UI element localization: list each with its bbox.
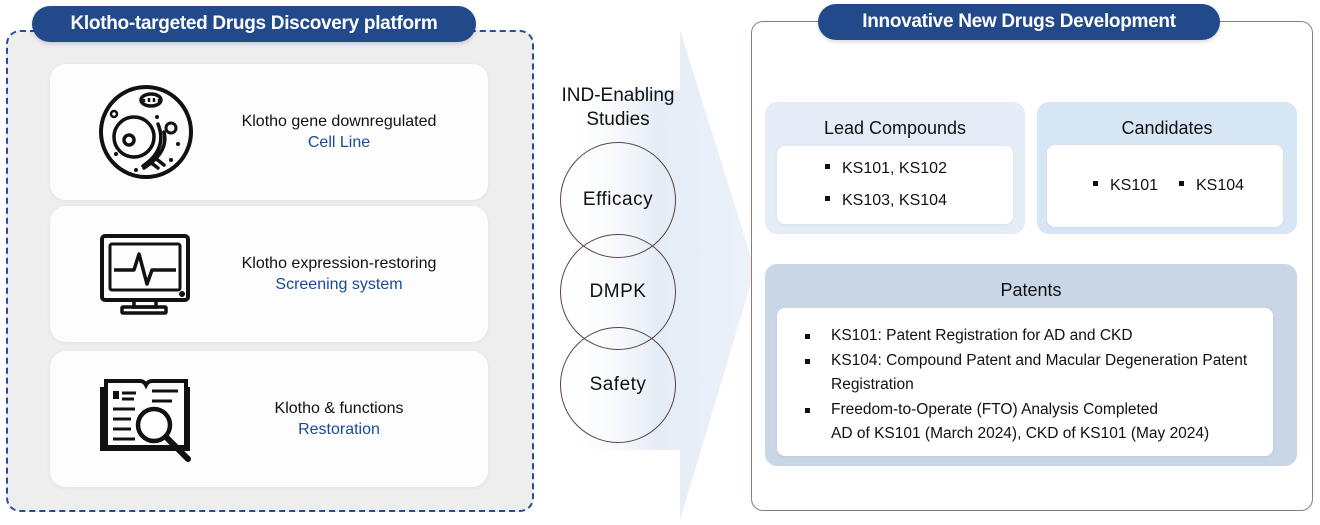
card-description: Klotho expression-restoring: [241, 254, 437, 272]
bullet-icon: [1179, 181, 1184, 187]
patent-item: Freedom-to-Operate (FTO) Analysis Comple…: [805, 398, 1257, 447]
card-description: Klotho gene downregulated: [241, 112, 437, 130]
bullet-icon: [805, 407, 810, 413]
card-highlight: Cell Line: [307, 133, 371, 151]
platform-card-screening-system: Klotho expression-restoring Screening sy…: [50, 206, 488, 342]
lead-compounds-title: Lead Compounds: [823, 118, 967, 138]
patents-box: Patents KS101: Patent Registration for A…: [765, 264, 1297, 466]
stage-circle-safety: Safety: [560, 327, 676, 443]
bullet-icon: [825, 164, 830, 170]
bullet-icon: [825, 196, 830, 202]
cell-icon: [99, 85, 193, 179]
candidate-item: KS101: [1093, 177, 1158, 195]
platform-card-cell-line: Klotho gene downregulated Cell Line: [50, 64, 488, 200]
bullet-icon: [1093, 181, 1098, 187]
monitor-icon: [100, 234, 190, 315]
card-highlight: Screening system: [275, 275, 403, 293]
candidates-box: Candidates KS101 KS104: [1037, 102, 1297, 234]
patent-item: KS104: Compound Patent and Macular Degen…: [805, 349, 1257, 398]
patent-item: KS101: Patent Registration for AD and CK…: [805, 324, 1257, 349]
discovery-platform-title: Klotho-targeted Drugs Discovery platform: [32, 6, 476, 42]
bullet-icon: [805, 334, 810, 339]
book-search-icon: [100, 379, 191, 462]
platform-card-restoration: Klotho & functions Restoration: [50, 351, 488, 487]
ind-enabling-title: IND-Enabling Studies: [561, 85, 675, 130]
candidate-item: KS104: [1179, 177, 1244, 195]
patents-title: Patents: [1000, 280, 1062, 300]
candidates-title: Candidates: [1121, 118, 1213, 138]
lead-compound-item: KS101, KS102: [825, 160, 947, 178]
lead-compound-item: KS103, KS104: [825, 192, 947, 210]
new-drugs-development-title: Innovative New Drugs Development: [818, 4, 1220, 40]
card-description: Klotho & functions: [274, 399, 404, 417]
lead-compounds-box: Lead Compounds KS101, KS102 KS103, KS104: [765, 102, 1025, 234]
card-highlight: Restoration: [298, 420, 380, 438]
bullet-icon: [805, 358, 810, 364]
